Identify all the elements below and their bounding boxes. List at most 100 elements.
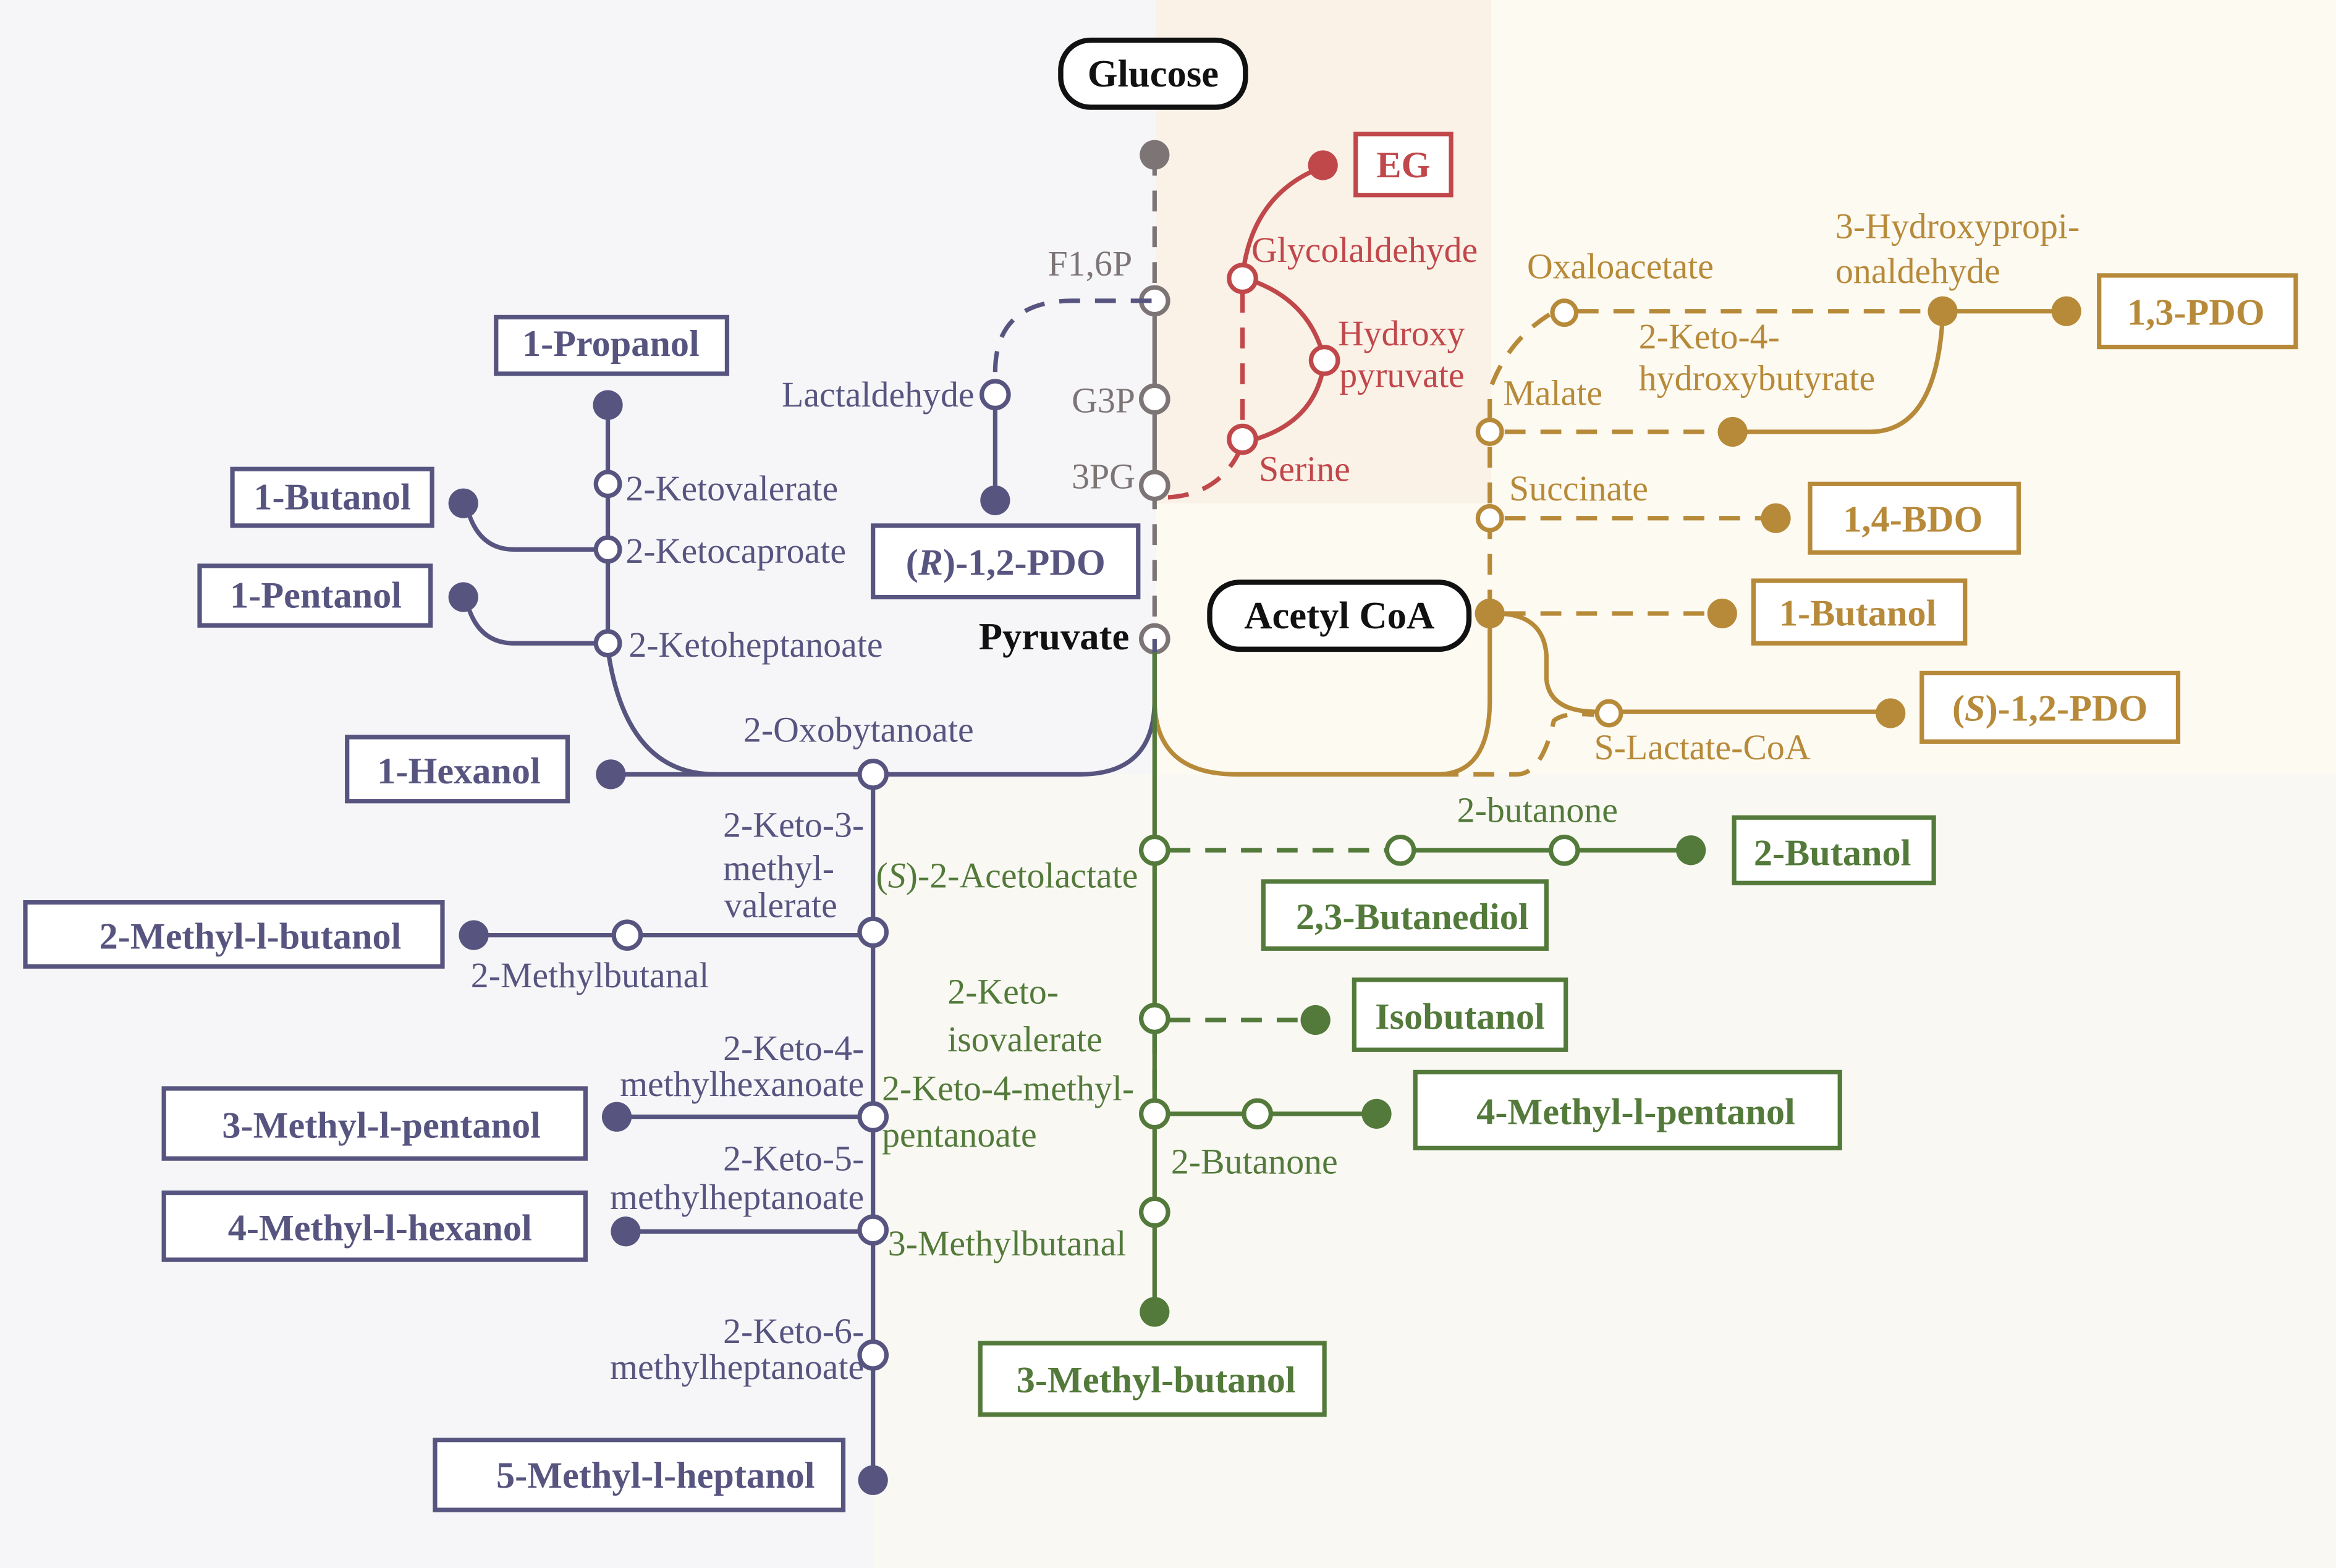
ketoacid-labels: Lactaldehyde 2-Ketovalerate 2-Ketocaproa… [471,374,975,1387]
product-4-methyl-1-hexanol[interactable]: 4-Methyl-l-hexanol [161,1191,588,1262]
methylbutanol-node [459,920,489,950]
product-3-methyl-1-pentanol[interactable]: 3-Methyl-l-pentanol [161,1086,588,1161]
product-3-methyl-butanol[interactable]: 3-Methyl-butanol [978,1341,1327,1417]
glycolaldehyde-label: Glycolaldehyde [1251,230,1478,270]
gold-butanol-node [1707,598,1737,629]
13pdo-node [2051,296,2081,326]
14bdo-label: 1,4-BDO [1843,499,1983,540]
k5m-node [857,1214,889,1246]
ketovalerate-node [593,470,622,499]
m4hexanol-node [611,1216,641,1247]
ketoheptanoate-label: 2-Ketoheptanoate [628,625,882,665]
3pg-serine-edge [1167,450,1242,500]
acetylcoa-node [1475,598,1505,629]
m5heptanol-node [858,1465,888,1495]
malate-node [1475,418,1504,446]
13pdo-label: 1,3-PDO [2127,292,2265,333]
r12pdo-label: (R)-1,2-PDO [906,542,1106,583]
product-1-pentanol[interactable]: 1-Pentanol [197,563,433,628]
butanediol-label: 2,3-Butanediol [1296,896,1529,938]
3pg-label: 3PG [1072,457,1135,497]
acetylcoa-lactatecoa-edge [1496,611,1889,714]
acetyl-coa-hub: Acetyl CoA [1207,580,1472,652]
oxobutanoate-label: 2-Oxobytanoate [743,709,974,749]
3m-butanol-node [1140,1297,1170,1327]
tca-nodes [1475,296,2081,728]
pyruvate-lactatecoa-edge [1437,712,1594,777]
methylbutanal3-node [1138,1196,1170,1228]
product-1-hexanol[interactable]: 1-Hexanol [345,735,570,804]
product-gold-1-butanol[interactable]: 1-Butanol [1751,578,1968,646]
1-pentanol-label: 1-Pentanol [230,575,402,616]
2butanol-label: 2-Butanol [1754,832,1911,874]
acetolactate-labels: (S)-2-Acetolactate 2-butanone 2-Keto- is… [876,790,1618,1263]
2-methyl-1-butanol-label: 2-Methyl-l-butanol [99,916,402,957]
khb-node [1717,416,1748,447]
butanone-node [1548,834,1580,866]
serine-labels: Glycolaldehyde Hydroxy pyruvate Serine [1251,230,1478,489]
propanol-node [593,390,623,420]
succinate-node [1475,504,1504,533]
product-1-3-pdo[interactable]: 1,3-PDO [2097,273,2298,350]
4-methyl-1-hexanol-label: 4-Methyl-l-hexanol [228,1208,532,1249]
product-4-methyl-1-pentanol[interactable]: 4-Methyl-l-pentanol [1413,1069,1842,1150]
pyruvate-acetylcoa-edge [1152,619,1492,777]
ketoacid-products: 1-Propanol 1-Butanol 1-Pentanol 1-Hexano… [23,314,1141,1512]
g3p-node [1138,383,1170,415]
malate-label: Malate [1503,373,1602,413]
butanone-upper-node [1242,1098,1273,1130]
product-2-butanol[interactable]: 2-Butanol [1732,815,1936,885]
kiv-node [1138,1003,1170,1034]
khb-label-1: 2-Keto-4- [1639,316,1780,356]
r12pdo-node [980,485,1010,515]
methylbutanal3-label: 3-Methylbutanal [888,1223,1127,1263]
k4mp-node [1138,1098,1170,1130]
product-s-1-2-pdo[interactable]: (S)-1,2-PDO [1919,670,2181,744]
acetolactate-node [1138,834,1170,866]
pentanol-node [448,582,478,612]
3-methyl-1-pentanol-label: 3-Methyl-l-pentanol [222,1105,540,1146]
f16p-label: F1,6P [1047,243,1132,284]
gold-butanol-label: 1-Butanol [1779,592,1936,634]
khb-label-2: hydroxybutyrate [1639,358,1875,398]
product-isobutanol[interactable]: Isobutanol [1352,977,1568,1052]
malate-oxaloacetate-edge [1488,311,1554,420]
m3pentanol-node [601,1102,632,1132]
k5m-label-2: methylheptanoate [610,1177,864,1217]
butanediol-precursor-node [1384,834,1416,866]
product-r-1-2-pdo[interactable]: (R)-1,2-PDO [871,523,1141,600]
serine-nodes [1227,150,1340,455]
k6m-label-2: methylheptanoate [610,1347,864,1387]
product-1-butanol[interactable]: 1-Butanol [230,466,434,528]
4m-pentanol-label: 4-Methyl-l-pentanol [1476,1092,1795,1133]
product-1-4-bdo[interactable]: 1,4-BDO [1808,481,2021,555]
methylbutanal-label: 2-Methylbutanal [471,955,709,995]
glycolaldehyde-eg-edge [1240,164,1324,277]
ketocaproate-node [593,535,622,564]
ketoheptanoate-node [593,629,622,658]
k5m-label-1: 2-Keto-5- [723,1138,864,1178]
k4mp-label-2: pentanoate [882,1115,1037,1155]
2butanol-node [1676,835,1706,866]
glycolysis-pathway: F1,6P G3P 3PG [1047,140,1170,655]
product-2-methyl-1-butanol[interactable]: 2-Methyl-l-butanol [23,900,445,969]
3m-butanol-label: 3-Methyl-butanol [1017,1360,1296,1401]
hydroxypyruvate-node [1308,344,1340,376]
ketovalerate-label: 2-Ketovalerate [626,468,839,508]
1-hexanol-label: 1-Hexanol [377,751,540,792]
product-eg[interactable]: EG [1353,132,1454,198]
ketoacid-nodes [448,379,1011,1495]
product-2-3-butanediol[interactable]: 2,3-Butanediol [1261,879,1549,951]
khb-hpa-edge [1731,315,1945,434]
hexanol-node [596,759,626,790]
oxaloacetate-node [1550,298,1579,327]
serine-label: Serine [1259,449,1350,489]
acetolactate-label: (S)-2-Acetolactate [876,856,1138,896]
1-propanol-label: 1-Propanol [522,323,700,365]
k3m-label-3: valerate [724,885,837,925]
product-1-propanol[interactable]: 1-Propanol [494,314,730,376]
product-5-methyl-1-heptanol[interactable]: 5-Methyl-l-heptanol [433,1438,846,1512]
bg-bottom-region [873,774,2336,1568]
4m-pentanol-node [1361,1098,1392,1129]
